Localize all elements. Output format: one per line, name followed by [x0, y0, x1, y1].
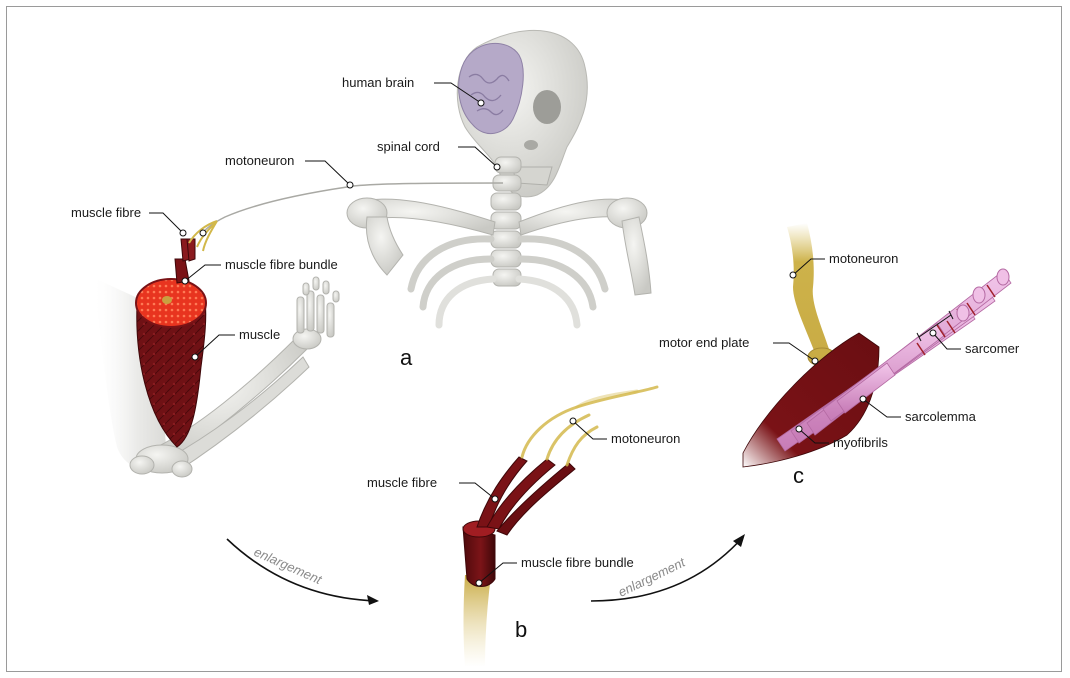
label-muscle-fibre-bundle-b: muscle fibre bundle: [521, 555, 634, 570]
label-motoneuron-b: motoneuron: [611, 431, 680, 446]
label-motoneuron-a: motoneuron: [225, 153, 294, 168]
label-muscle-fibre-bundle-a: muscle fibre bundle: [225, 257, 338, 272]
label-human-brain: human brain: [342, 75, 414, 90]
label-muscle-fibre-b: muscle fibre: [367, 475, 437, 490]
label-motoneuron-c: motoneuron: [829, 251, 898, 266]
panel-letter-a: a: [400, 345, 413, 370]
figure-frame: human brain spinal cord motoneuron muscl…: [6, 6, 1062, 672]
spine: [491, 157, 521, 286]
muscle-anatomy-figure: human brain spinal cord motoneuron muscl…: [7, 7, 1063, 673]
label-sarcomer: sarcomer: [965, 341, 1020, 356]
panel-letter-b: b: [515, 617, 527, 642]
label-myofibrils: myofibrils: [833, 435, 888, 450]
panel-b-illustration: [463, 387, 657, 667]
motoneuron-c: [787, 223, 829, 353]
label-sarcolemma: sarcolemma: [905, 409, 977, 424]
muscle-cross-section-a: [136, 279, 206, 327]
label-muscle-fibre-a: muscle fibre: [71, 205, 141, 220]
label-muscle-a: muscle: [239, 327, 280, 342]
label-motor-end-plate: motor end plate: [659, 335, 749, 350]
hand-bones: [293, 277, 339, 349]
panel-letter-c: c: [793, 463, 804, 488]
enlargement-arrow-1: enlargement: [227, 539, 379, 605]
motoneuron-b: [522, 387, 657, 465]
label-spinal-cord: spinal cord: [377, 139, 440, 154]
